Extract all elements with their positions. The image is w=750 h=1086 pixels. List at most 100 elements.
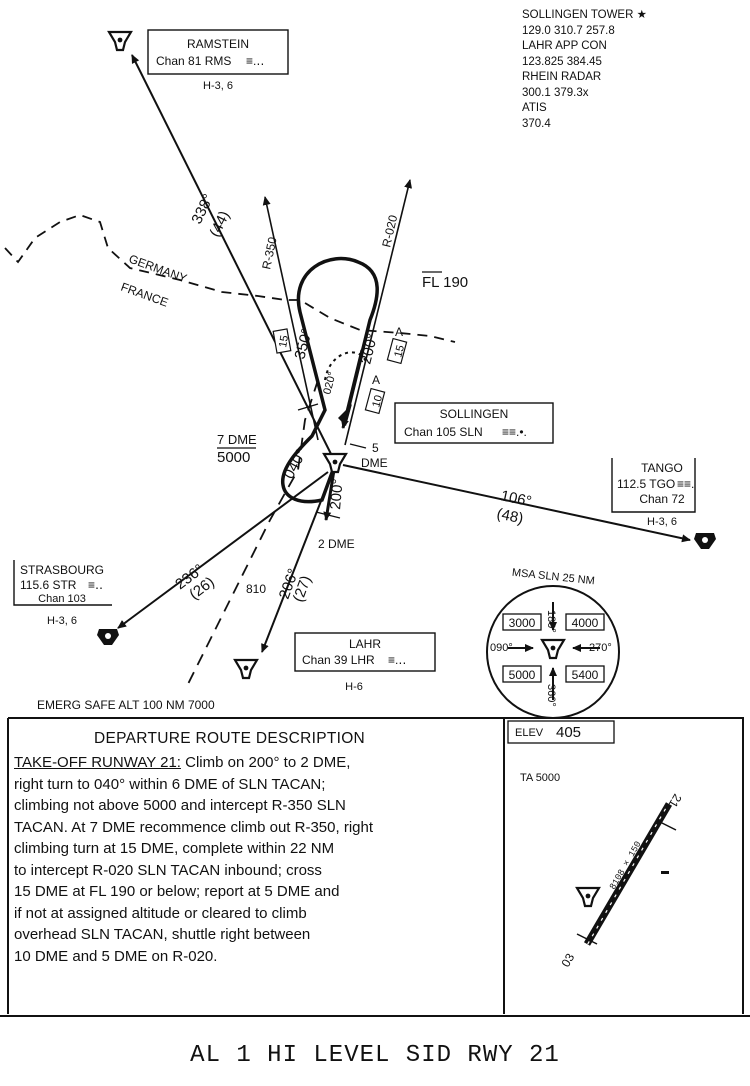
label-020: 020° [321, 371, 338, 396]
msa-bearing-360: 360° [545, 684, 557, 707]
lahr-box [294, 632, 436, 672]
tango-box [611, 458, 696, 513]
emerg-safe-alt: EMERG SAFE ALT 100 NM 7000 [37, 698, 215, 712]
msa-circle: MSA SLN 25 NM 3000 4000 5000 5400 180° 2… [486, 567, 620, 719]
dme-5-unit: DME [361, 456, 388, 470]
strasbourg-name: STRASBOURG [20, 563, 104, 577]
lahr-morse: ≡.‥ [388, 653, 406, 667]
freq-tower-name: SOLLINGEN TOWER ★ [522, 9, 647, 21]
departure-line-6: 15 DME at FL 190 or below; report at 5 D… [14, 883, 340, 900]
marker-dash [661, 871, 669, 874]
radial-r350 [262, 196, 319, 441]
climb-200-arrow [323, 469, 336, 521]
flag-a1: A [395, 325, 403, 339]
svg-text:15: 15 [277, 334, 291, 348]
alt-5000-label: 5000 [217, 449, 250, 466]
strasbourg-morse: ≡‥ [88, 578, 103, 592]
chart-footer-title: AL 1 HI LEVEL SID RWY 21 [190, 1042, 560, 1069]
radial-ramstein [131, 54, 336, 463]
label-106: 106° [499, 487, 533, 510]
freq-atis-name: ATIS [522, 102, 547, 114]
ramstein-box [147, 29, 289, 75]
shuttle-arc [324, 351, 367, 381]
elev-label: ELEV [515, 727, 544, 739]
france-label: FRANCE [119, 280, 170, 310]
departure-line-2: climbing not above 5000 and intercept R-… [14, 797, 346, 814]
radial-lahr [261, 477, 331, 653]
radial-strasbourg [117, 471, 329, 629]
dme-10-flag: 10 [364, 387, 386, 415]
freq-app-values: 123.825 384.45 [522, 55, 602, 68]
runway [576, 800, 677, 948]
radial-r020 [344, 179, 412, 446]
frequency-block: SOLLINGEN TOWER ★ 129.0 310.7 257.8 LAHR… [522, 8, 647, 132]
sollingen-chan: Chan 105 SLN [404, 425, 483, 439]
strasbourg-ref: H-3, 6 [47, 615, 77, 627]
shuttle-arrowhead [338, 404, 352, 426]
msa-bearing-270: 270° [589, 642, 612, 654]
label-040: 040° [281, 446, 311, 481]
departure-line-3: TACAN. At 7 DME recommence climb out R-3… [14, 818, 374, 836]
departure-line-5: to intercept R-020 SLN TACAN inbound; cr… [14, 861, 322, 879]
lahr-name: LAHR [349, 637, 381, 651]
strasbourg-vortac-icon [97, 629, 119, 645]
freq-app-name: LAHR APP CON [522, 40, 607, 52]
tango-name: TANGO [641, 461, 683, 475]
sollingen-tacan-icon [322, 452, 348, 474]
border-line-south [184, 379, 319, 691]
tango-chan: Chan 72 [639, 492, 685, 506]
freq-radar-name: RHEIN RADAR [522, 71, 602, 83]
dme-7-tick [297, 403, 319, 411]
flight-level-label: FL 190 [422, 274, 468, 291]
departure-line-7: if not at assigned altitude or cleared t… [14, 904, 307, 922]
elev-value: 405 [556, 724, 581, 741]
ta-label: TA 5000 [520, 772, 560, 784]
rwy-21-label: 21 [666, 792, 685, 811]
dme-2-label: 2 DME [318, 537, 355, 551]
ramstein-morse: ≡.‥ [246, 54, 264, 68]
msa-sector-sw: 5000 [509, 668, 536, 682]
departure-description: DEPARTURE ROUTE DESCRIPTION TAKE-OFF RUN… [14, 730, 490, 967]
msa-bearing-180: 180° [545, 610, 557, 633]
freq-tower-values: 129.0 310.7 257.8 [522, 24, 615, 37]
msa-sector-ne: 4000 [572, 616, 599, 630]
tango-freq: 112.5 TGO [617, 477, 675, 491]
dme-2-tick [315, 511, 341, 519]
label-200: 200° [357, 332, 381, 366]
label-r350: R-350 [259, 235, 280, 270]
msa-title: MSA SLN 25 NM [511, 567, 595, 588]
departure-track [281, 256, 379, 504]
departure-line-0: TAKE-OFF RUNWAY 21: Climb on 200° to 2 D… [14, 752, 490, 774]
svg-text:10: 10 [370, 394, 385, 409]
strasbourg-chan: Chan 103 [38, 593, 86, 605]
departure-line-4: climbing turn at 15 DME, complete within… [14, 840, 335, 857]
dme-5-label: 5 [372, 441, 379, 455]
flag-a2: A [372, 373, 380, 387]
sollingen-box [394, 402, 554, 444]
radial-tango [342, 464, 691, 543]
departure-line-8: overhead SLN TACAN, shuttle right betwee… [14, 926, 311, 943]
departure-lead: TAKE-OFF RUNWAY 21: [14, 754, 181, 771]
msa-bearing-090: 090° [490, 642, 513, 654]
lahr-tacan-icon [233, 658, 259, 680]
dme-7-label: 7 DME [217, 432, 257, 447]
label-810: 810 [246, 582, 266, 596]
departure-line-1: right turn to 040° within 6 DME of SLN T… [14, 775, 326, 793]
elev-box [507, 720, 615, 744]
freq-radar-values: 300.1 379.3x [522, 86, 589, 99]
strasbourg-box [13, 560, 112, 606]
departure-line-0-text: Climb on 200° to 2 DME, [180, 754, 351, 771]
svg-text:15: 15 [392, 344, 407, 359]
ramstein-name: RAMSTEIN [187, 37, 249, 51]
strasbourg-freq: 115.6 STR [20, 578, 77, 592]
germany-label: GERMANY [127, 252, 189, 286]
departure-line-9: 10 DME and 5 DME on R-020. [14, 947, 218, 965]
lahr-chan: Chan 39 LHR [302, 653, 375, 667]
tango-vortac-icon [694, 533, 716, 549]
tango-morse: ≡≡. [677, 477, 694, 491]
airport-tacan-icon [575, 886, 601, 908]
msa-sector-nw: 3000 [509, 616, 536, 630]
dme-15-flag-right: 15 [386, 337, 408, 365]
dme-15-flag-left: 15 [272, 328, 292, 354]
